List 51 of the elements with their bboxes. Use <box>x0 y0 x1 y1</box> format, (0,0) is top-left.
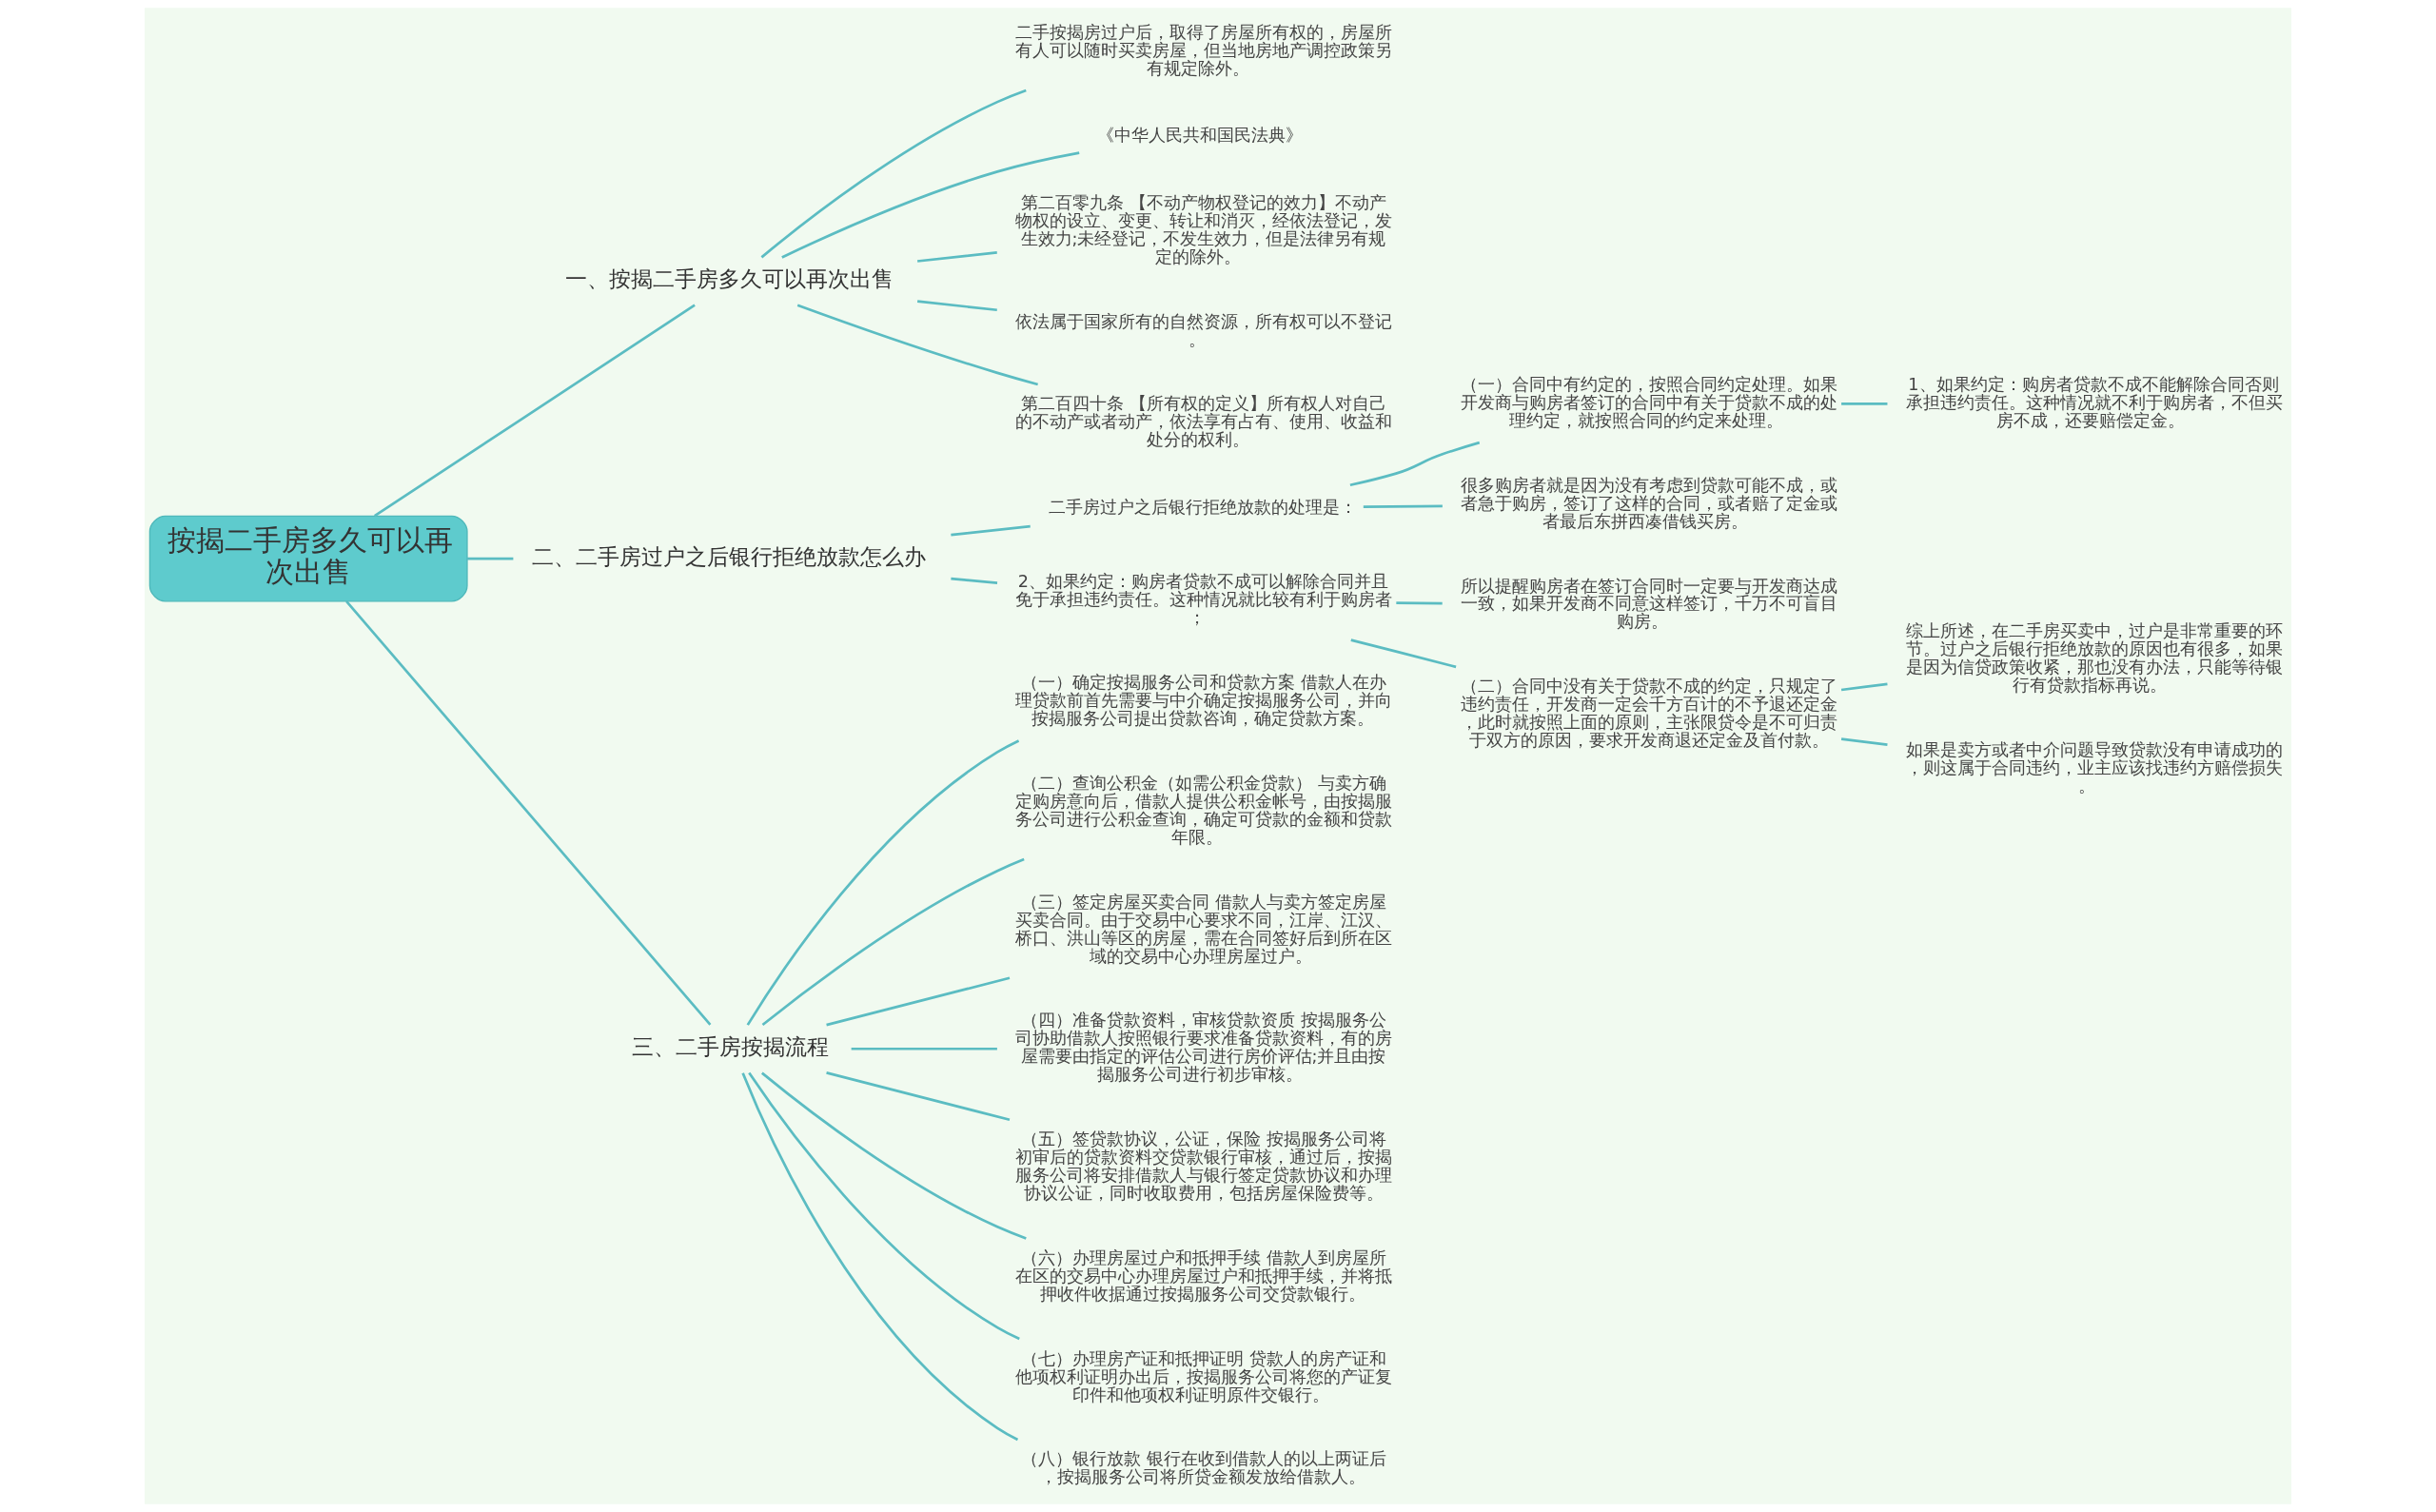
node-text: 第二百四十条 【所有权的定义】所有权人对自己的不动产或者动产，依法享有占有、使用、收益和处分的权利。 <box>1015 394 1393 450</box>
connector <box>760 88 1027 259</box>
node-text: 第二百零九条 【不动产物权登记的效力】不动产物权的设立、变更、转让和消灭，经依法登记，发生效力;未经登记，不发生效力，但是法律另有规定的除外。 <box>1015 192 1393 266</box>
node-text: （五）签贷款协议，公证，保险 按揭服务公司将初审后的贷款资料交贷款银行审核，通过后，按揭服务公司将安排借款人与银行签定贷款协议和办理协议公证，同时收取费用，包括房屋保险费等。 <box>1015 1129 1393 1204</box>
connector <box>917 251 997 263</box>
node-text: （一）合同中有约定的，按照合同约定处理。如果开发商与购房者签订的合同中有关于贷款不成的处理约定，就按照合同的约定来处理。 <box>1460 375 1837 430</box>
node-text: 依法属于国家所有的自然资源，所有权可以不登记。 <box>1015 311 1393 349</box>
connector <box>917 300 997 312</box>
connector <box>467 557 514 560</box>
connector <box>1363 504 1443 509</box>
connector <box>345 600 712 1026</box>
connector <box>1840 737 1888 746</box>
node-text: 综上所述，在二手房买卖中，过户是非常重要的环节。过户之后银行拒绝放款的原因也有很多，如果是因为信贷政策收紧，那也没有办法，只能等待银行有贷款指标再说。 <box>1905 620 2283 695</box>
connector <box>851 1047 997 1051</box>
node-text: （八）银行放款 银行在收到借款人的以上两证后，按揭服务公司将所贷金额发放给借款人。 <box>1021 1449 1386 1487</box>
node-text: （二）查询公积金（如需公积金贷款） 与卖方确定购房意向后，借款人提供公积金帐号，由按揭服务公司进行公积金查询，确定可贷款的金额和贷款年限。 <box>1015 773 1393 847</box>
connector <box>826 976 1011 1027</box>
node-text: （三）签定房屋买卖合同 借款人与卖方签定房屋买卖合同。由于交易中心要求不同，江岸、江汉、桥口、洪山等区的房屋，需在合同签好后到所在区域的交易中心办理房屋过户。 <box>1015 892 1393 966</box>
node-text: 《中华人民共和国民法典》 <box>1097 126 1304 146</box>
connector <box>741 1072 1019 1442</box>
connector <box>1349 441 1481 487</box>
connector <box>760 1071 1027 1240</box>
connector <box>748 1071 1020 1341</box>
connector <box>1840 682 1888 692</box>
node-text: 所以提醒购房者在签订合同时一定要与开发商达成一致，如果开发商不同意这样签订，千万不可盲目购房。 <box>1460 576 1837 632</box>
node-text: （七）办理房产证和抵押证明 贷款人的房产证和他项权利证明办出后，按揭服务公司将您的产证复印件和他项权利证明原件交银行。 <box>1015 1348 1393 1404</box>
node-text: 如果是卖方或者中介问题导致贷款没有申请成功的，则这属于合同违约，业主应该找违约方赔偿损失。 <box>1905 739 2283 795</box>
node-text: 二手按揭房过户后，取得了房屋所有权的，房屋所有人可以随时买卖房屋，但当地房地产调控政策另有规定除外。 <box>1015 22 1393 78</box>
node-text: 二手房过户之后银行拒绝放款的处理是： <box>1048 497 1357 517</box>
connector <box>781 151 1080 259</box>
connector <box>826 1071 1011 1122</box>
connector <box>1350 638 1457 669</box>
node-text: 一、按揭二手房多久可以再次出售 <box>564 266 894 292</box>
node-text: （二）合同中没有关于贷款不成的约定，只规定了违约责任，开发商一定会千方百计的不予退还定金，此时就按照上面的原则，主张限贷令是不可归责于双方的原因，要求开发商退还定金及首付款。 <box>1460 677 1837 751</box>
node-text: 1、如果约定：购房者贷款不成不能解除合同否则承担违约责任。这种情况就不利于购房者，不但买房不成，还要赔偿定金。 <box>1905 375 2283 430</box>
connector <box>951 524 1031 537</box>
node-text: 三、二手房按揭流程 <box>631 1033 829 1059</box>
connector <box>1841 403 1888 405</box>
node-text: （六）办理房屋过户和抵押手续 借款人到房屋所在区的交易中心办理房屋过户和抵押手续，并将抵押收件收据通过按揭服务公司交贷款银行。 <box>1015 1247 1393 1304</box>
node-text: 二、二手房过户之后银行拒绝放款怎么办 <box>531 543 926 569</box>
connector <box>746 739 1020 1026</box>
connector <box>1396 601 1443 605</box>
node-text: 2、如果约定：购房者贷款不成可以解除合同并且免于承担违约责任。这种情况就比较有利于购房者； <box>1015 572 1393 628</box>
connector <box>761 857 1025 1027</box>
node-text: 很多购房者就是因为没有考虑到贷款可能不成，或者急于购房，签订了这样的合同，或者赔了定金或者最后东拼西凑借钱买房。 <box>1460 475 1837 531</box>
node-text: （一）确定按揭服务公司和贷款方案 借款人在办理贷款前首先需要与中介确定按揭服务公司，并向按揭服务公司提出贷款咨询，确定贷款方案。 <box>1015 673 1393 729</box>
node-text: （四）准备贷款资料，审核贷款资质 按揭服务公司协助借款人按照银行要求准备贷款资料，有的房屋需要由指定的评估公司进行房价评估;并且由按揭服务公司进行初步审核。 <box>1015 1011 1393 1085</box>
node-box: 按揭二手房多久可以再次出售 <box>148 515 468 602</box>
connector <box>374 304 696 518</box>
connector <box>951 577 998 584</box>
connector <box>796 304 1038 386</box>
